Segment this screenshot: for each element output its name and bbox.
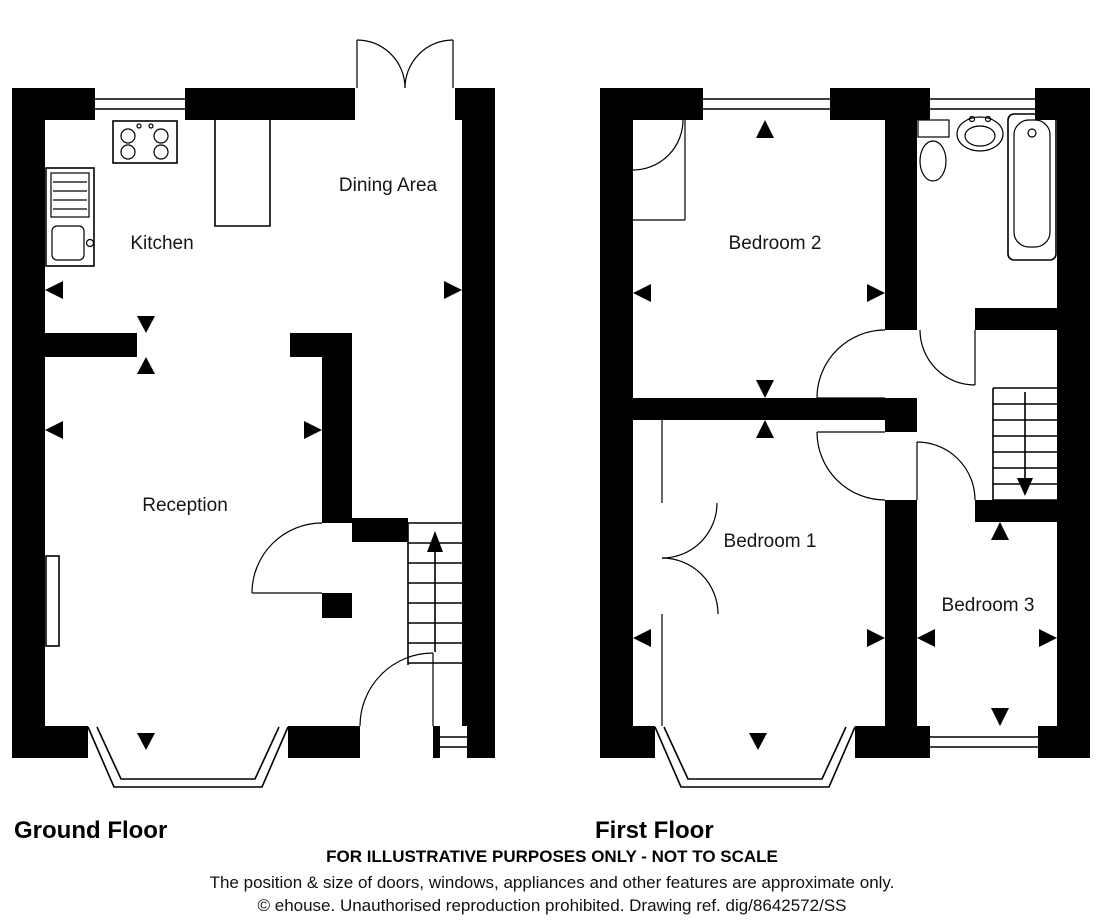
radiator-icon xyxy=(45,555,60,647)
bedroom3-window-icon xyxy=(930,736,1038,748)
hob-icon xyxy=(112,120,178,164)
stairs-up-icon xyxy=(407,522,462,665)
front-door-icon xyxy=(359,652,434,727)
room-label-reception: Reception xyxy=(142,495,228,516)
stairs-down-icon xyxy=(992,387,1057,501)
bedroom2-door-icon xyxy=(816,329,886,399)
room-label-bedroom-2: Bedroom 2 xyxy=(729,233,822,254)
sink-icon xyxy=(45,167,95,267)
bedroom1-door-icon xyxy=(816,431,886,501)
room-label-dining-area: Dining Area xyxy=(339,175,438,196)
bay-window-icon xyxy=(87,726,289,788)
first-floor-plan: Bedroom 2 Bedroom 1 Bedroom 3 xyxy=(600,88,1090,788)
room-label-bedroom-3: Bedroom 3 xyxy=(942,595,1035,616)
footer-disclaimer: FOR ILLUSTRATIVE PURPOSES ONLY - NOT TO … xyxy=(210,847,895,915)
bedroom3-door-icon xyxy=(916,441,976,501)
disclaimer-line2: The position & size of doors, windows, a… xyxy=(210,873,895,892)
first-floor-title: First Floor xyxy=(595,817,714,844)
ground-wall-openings xyxy=(88,88,467,758)
first-wall-openings xyxy=(655,88,1038,758)
kitchen-window-icon xyxy=(95,98,185,110)
ground-dimension-markers xyxy=(45,281,462,750)
bedroom2-cupboard-icon xyxy=(632,118,686,221)
french-doors-icon xyxy=(356,39,454,89)
ground-floor-title: Ground Floor xyxy=(14,817,167,844)
copyright-line: © ehouse. Unauthorised reproduction proh… xyxy=(257,896,846,915)
worktop-icon xyxy=(214,120,271,227)
room-label-bedroom-1: Bedroom 1 xyxy=(724,531,817,552)
front-sidelight-window-icon xyxy=(440,736,467,748)
bathroom-window-icon xyxy=(930,98,1035,110)
toilet-icon xyxy=(917,119,950,182)
first-walls xyxy=(600,88,1090,758)
first-bay-window-icon xyxy=(654,726,856,788)
reception-door-icon xyxy=(251,522,323,594)
bathtub-icon xyxy=(1007,113,1057,261)
disclaimer-line1: FOR ILLUSTRATIVE PURPOSES ONLY - NOT TO … xyxy=(326,847,778,866)
ground-floor-plan: Kitchen Dining Area Reception xyxy=(12,39,495,788)
wash-basin-icon xyxy=(956,115,1004,152)
room-label-kitchen: Kitchen xyxy=(130,233,193,254)
bedroom2-window-icon xyxy=(703,98,830,110)
bathroom-door-icon xyxy=(919,329,976,386)
bedroom1-wardrobe-icon xyxy=(661,420,719,726)
first-dimension-markers xyxy=(633,120,1057,750)
